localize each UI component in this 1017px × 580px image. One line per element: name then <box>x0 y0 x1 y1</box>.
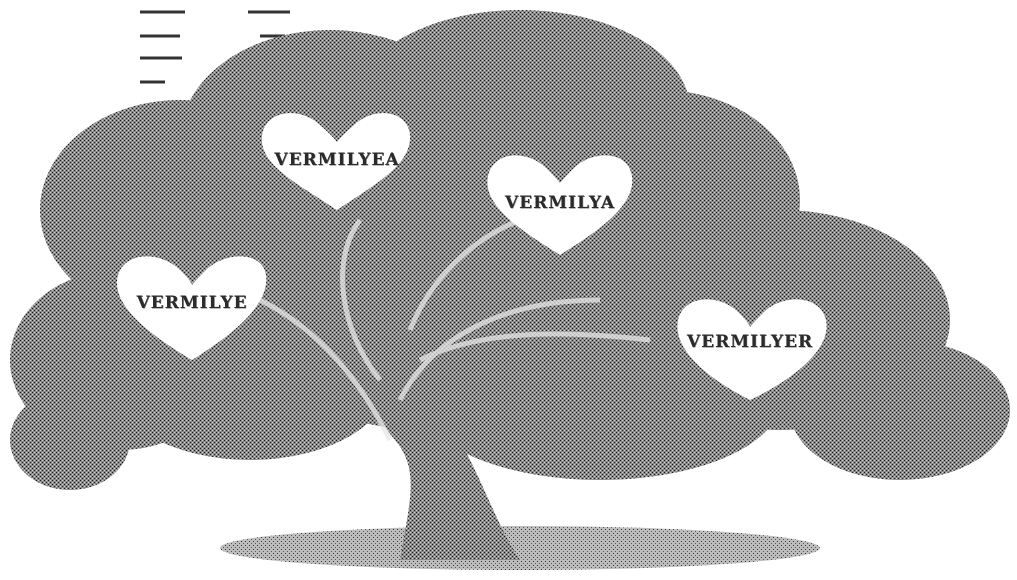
ground-shadow <box>220 526 820 570</box>
heart-vermilya <box>487 155 633 255</box>
tree-branches <box>258 217 651 442</box>
heart-label-vermilye: VERMILYE <box>136 293 248 313</box>
heart-vermilye <box>116 256 267 360</box>
heart-label-vermilyea: VERMILYEA <box>274 150 400 170</box>
heart-vermilyer <box>677 299 827 400</box>
heart-vermilyea <box>261 113 411 210</box>
heart-label-vermilyer: VERMILYER <box>686 332 814 352</box>
heart-label-vermilya: VERMILYA <box>504 193 616 213</box>
scribble-marks <box>140 10 290 84</box>
